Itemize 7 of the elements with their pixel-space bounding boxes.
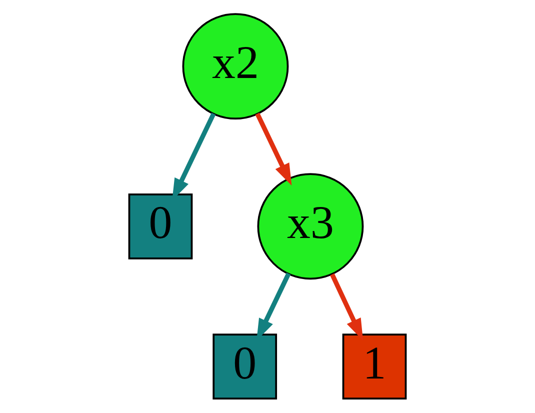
arrow xyxy=(255,112,292,186)
node-box: 1 xyxy=(342,334,407,400)
node-circle: x2 xyxy=(182,13,289,120)
node-box: 0 xyxy=(212,334,278,400)
node-circle: x3 xyxy=(257,173,364,280)
arrow xyxy=(330,273,364,341)
node-box: 0 xyxy=(128,193,193,260)
